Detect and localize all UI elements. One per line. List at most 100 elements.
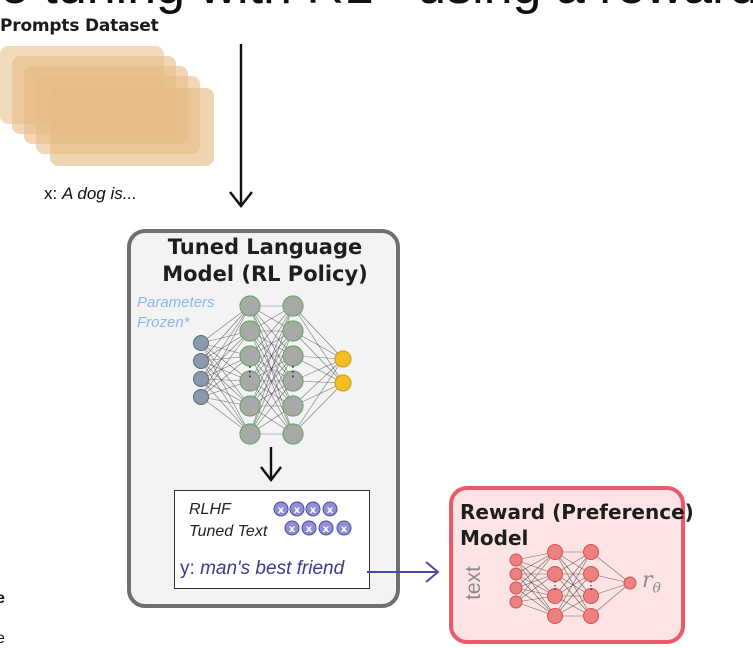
output-node (334, 350, 352, 368)
token-icon (273, 501, 289, 517)
reward-hidden-node (583, 608, 599, 624)
connection-line (292, 305, 344, 384)
hidden-node (239, 320, 261, 342)
reward-input-node (509, 567, 523, 581)
reward-hidden-node (547, 608, 563, 624)
connection-line (554, 573, 592, 617)
connection-line (515, 551, 556, 603)
connection-line (200, 360, 251, 435)
connection-line (292, 358, 344, 435)
hidden-node (239, 395, 261, 417)
connection-line (515, 559, 556, 597)
connection-line (249, 330, 294, 435)
rlhf-line: RLHF (189, 501, 231, 518)
input-node (193, 371, 209, 387)
connection-line (200, 342, 251, 435)
frozen-parameters-label: Parameters Frozen* (137, 293, 215, 333)
down-arrow-icon (260, 447, 282, 482)
reward-title: Reward (Preference) Model (460, 499, 694, 551)
reward-output-node (623, 576, 637, 590)
hidden-node (282, 295, 304, 317)
connection-line (200, 330, 251, 398)
connection-line (292, 330, 344, 384)
output-example: y: man's best friend (180, 558, 344, 580)
connection-line (200, 305, 251, 362)
connection-line (200, 342, 251, 407)
reward-hidden-node (547, 544, 563, 560)
connection-line (249, 330, 294, 407)
token-glyph: x (306, 524, 313, 535)
token-glyph: x (278, 505, 285, 516)
tuned-text-line: Tuned Text (189, 523, 268, 540)
down-arrow-icon (229, 44, 253, 208)
reward-hidden-node (583, 588, 599, 604)
token-icon (284, 520, 300, 536)
token-glyph: x (341, 524, 348, 535)
hidden-node (239, 295, 261, 317)
reward-input-node (509, 553, 523, 567)
connection-line (590, 551, 631, 584)
input-node (193, 389, 209, 405)
connection-line (554, 551, 592, 617)
hidden-node (282, 345, 304, 367)
token-icon (318, 520, 334, 536)
policy-network: ⋮⋮ (193, 295, 352, 445)
dataset-card (50, 88, 214, 166)
right-arrow-icon (367, 561, 440, 583)
reward-hidden-node (547, 588, 563, 604)
reward-input-node (509, 595, 523, 609)
frozen-line-1: Parameters (137, 294, 215, 311)
theta-subscript: θ (652, 580, 661, 597)
input-node (193, 335, 209, 351)
y-prefix: y: (180, 558, 195, 579)
reward-hidden-node (547, 566, 563, 582)
frozen-line-2: Frozen* (137, 314, 190, 331)
reward-hidden-node (583, 544, 599, 560)
connection-line (200, 355, 251, 398)
token-icon (301, 520, 317, 536)
connection-line (249, 305, 294, 407)
connection-line (200, 305, 251, 398)
connection-line (249, 380, 294, 435)
prompt-prefix: x: (44, 184, 58, 203)
token-glyph: x (289, 524, 296, 535)
connection-line (200, 360, 251, 407)
connection-line (249, 305, 294, 382)
connection-line (200, 330, 251, 380)
connection-line (200, 305, 251, 380)
hidden-node (239, 423, 261, 445)
reward-title-line-2: Model (460, 526, 529, 550)
left-edge-fragment: e (0, 590, 5, 607)
left-edge-fragment: e (0, 630, 5, 647)
connection-line (292, 382, 344, 435)
connection-line (249, 305, 294, 357)
reward-model-box (449, 486, 685, 644)
token-glyph: x (294, 505, 301, 516)
reward-input-node (509, 581, 523, 595)
dataset-label: Prompts Dataset (0, 16, 159, 36)
hidden-node (282, 423, 304, 445)
ellipsis-icon: ⋮ (550, 579, 561, 592)
ellipsis-icon: ⋮ (586, 579, 597, 592)
connection-line (292, 358, 344, 407)
reward-output-symbol: rθ (642, 568, 661, 596)
page-title-fragment: e tuning with RL - using a reward m (0, 0, 753, 16)
reward-title-line-1: Reward (Preference) (460, 500, 694, 524)
prompt-example: x: A dog is... (44, 184, 137, 204)
r-symbol: r (642, 568, 653, 593)
connection-line (292, 305, 344, 360)
connection-line (515, 551, 556, 589)
reward-network: ⋮⋮ (509, 544, 637, 624)
connection-line (515, 573, 556, 603)
connection-line (200, 378, 251, 435)
prompt-text: A dog is... (61, 184, 137, 203)
token-icon (336, 520, 352, 536)
ellipsis-icon: ⋮ (243, 364, 257, 380)
input-node (193, 353, 209, 369)
connection-line (590, 582, 631, 617)
connection-line (554, 551, 592, 597)
token-icon (305, 501, 321, 517)
rlhf-tuned-text-label: RLHF Tuned Text (189, 499, 267, 543)
ellipsis-icon: ⋮ (286, 364, 300, 380)
